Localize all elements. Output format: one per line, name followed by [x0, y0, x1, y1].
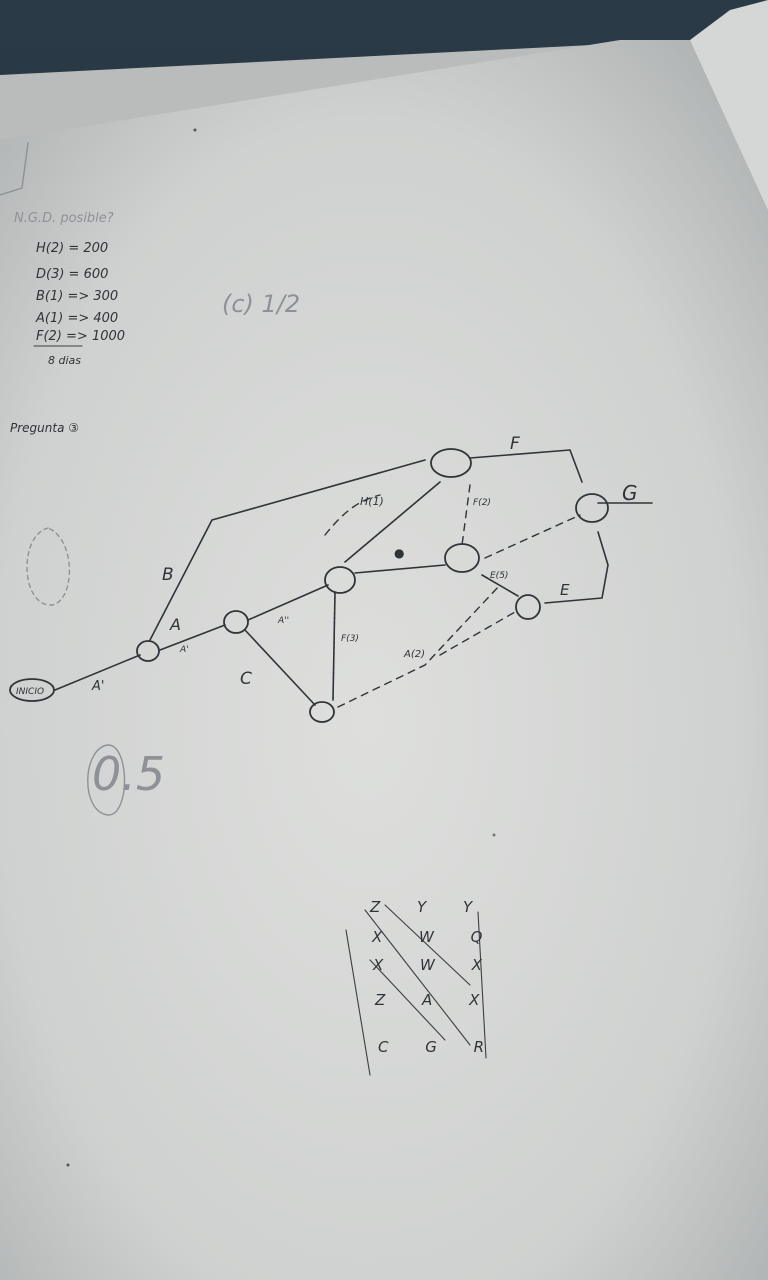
note-line-4: A(1) => 400 [35, 311, 118, 326]
dummy-a2b [439, 611, 516, 656]
grid-left-line [345, 929, 371, 1076]
edge-h1 [344, 481, 441, 563]
grid-row-3: X W X [372, 956, 498, 974]
label-a-double: A'' [277, 616, 289, 626]
label-g: G [622, 481, 638, 505]
edge-f [469, 449, 583, 483]
label-e: E [560, 581, 570, 599]
node-8 [575, 493, 609, 523]
node-7 [515, 594, 541, 620]
margin-mark [0, 142, 29, 196]
node-inicio-label: INICIO [16, 687, 44, 697]
label-f3: F(3) [341, 634, 359, 644]
edge-b [149, 459, 426, 641]
page-curl [690, 0, 768, 210]
grid-row-2: X W Q [371, 928, 498, 946]
node-inicio [9, 678, 55, 702]
speck [66, 1163, 70, 1167]
note-line-1: H(2) = 200 [36, 241, 108, 256]
grid-diag-3 [369, 959, 446, 1041]
grade-zero-shape [87, 744, 126, 816]
faint-circle-mark [26, 527, 71, 606]
label-d-mark: ● [394, 546, 404, 560]
label-a: A [169, 615, 181, 634]
grid-row-1: Z Y Y [369, 898, 488, 916]
speck [492, 833, 496, 837]
node-4 [309, 701, 335, 723]
dummy-arc [324, 494, 381, 536]
edge-e5 [481, 574, 519, 597]
label-f2: F(2) [473, 498, 491, 508]
edge-e [544, 531, 609, 604]
note-line-5: F(2) => 1000 [36, 329, 125, 344]
edge-d [354, 564, 446, 574]
pregunta-label: Pregunta ③ [10, 421, 79, 435]
label-b: B [162, 565, 174, 585]
notes-heading: N.G.D. posible? [14, 211, 114, 226]
edge-a-double [247, 584, 329, 621]
paper-sheet [0, 40, 768, 1280]
grade-value: 0.5 [92, 747, 165, 801]
label-f: F [510, 434, 520, 454]
grid-diag-2 [384, 904, 471, 986]
notes-block: N.G.D. posible? H(2) = 200 D(3) = 600 B(… [10, 211, 300, 435]
label-a-prime-small: A' [179, 645, 189, 655]
letter-grid: Z Y Y X W Q X W X Z A X C G R [345, 898, 500, 1076]
grid-row-5: C G R [378, 1038, 500, 1056]
edge-a-node2 [159, 624, 226, 651]
dummy-d-g [484, 514, 581, 559]
edge-c [244, 629, 316, 706]
network-diagram: INICIO A' A' A B C A'' H(1) F(2) F(3) E(… [9, 434, 653, 723]
dummy-a2 [337, 584, 501, 708]
node-1 [136, 640, 160, 662]
grid-row-4: Z A X [374, 991, 495, 1009]
note-total: 8 dias [48, 354, 81, 367]
label-c: C [240, 669, 252, 689]
node-5 [430, 448, 472, 478]
speck [193, 128, 197, 132]
grade-mark: 0.5 [87, 744, 165, 816]
node-6 [444, 543, 480, 573]
node-3 [324, 566, 356, 594]
label-e5: E(5) [490, 571, 508, 581]
dummy-f2 [461, 484, 471, 546]
node-2 [223, 610, 249, 634]
note-line-3: B(1) => 300 [36, 289, 118, 304]
edge-f3 [332, 591, 336, 701]
label-a2: A(2) [403, 649, 425, 660]
side-note: (c) 1/2 [222, 290, 300, 318]
label-a-prime: A' [91, 679, 104, 694]
grid-diag-1 [364, 909, 471, 1046]
note-line-2: D(3) = 600 [36, 267, 108, 282]
edge-inicio-a [54, 654, 141, 691]
grid-right-line [477, 911, 487, 1059]
label-h1: H(1) [360, 495, 384, 508]
